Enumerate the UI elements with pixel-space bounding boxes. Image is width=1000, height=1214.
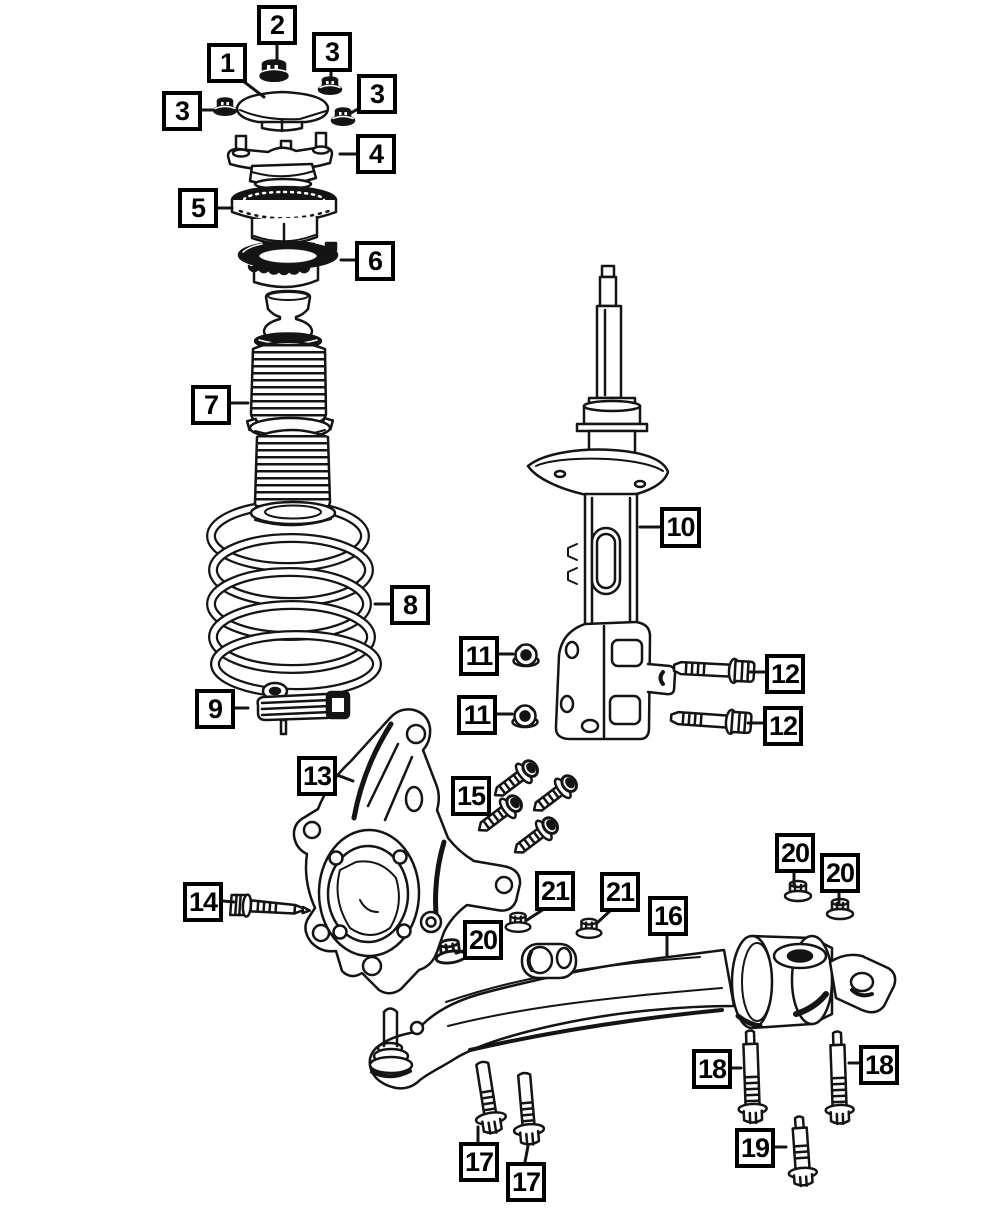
nut-3-left — [212, 97, 238, 116]
strut-illustration — [526, 264, 677, 741]
callout-11b: 11 — [457, 695, 497, 735]
callout-6: 6 — [355, 241, 395, 281]
callout-12a: 12 — [765, 654, 805, 694]
leader-lines — [198, 41, 861, 1164]
spring-isolator-illustration — [256, 681, 351, 736]
nut-11-lower — [511, 704, 539, 729]
callout-18a: 18 — [692, 1049, 732, 1089]
nut-21-a — [504, 911, 532, 933]
callout-21a: 21 — [535, 871, 575, 911]
spring-seat-illustration — [237, 240, 339, 289]
bolt-17-b — [507, 1070, 547, 1148]
callout-17a: 17 — [459, 1142, 499, 1182]
bolt-17-a — [465, 1058, 510, 1137]
callout-3c: 3 — [162, 91, 202, 131]
callout-20a: 20 — [775, 833, 815, 873]
callout-9: 9 — [195, 689, 235, 729]
dust-boot-illustration — [245, 289, 337, 527]
callout-21b: 21 — [600, 872, 640, 912]
callout-20c: 20 — [463, 920, 503, 960]
rod-nut-illustration — [259, 59, 289, 83]
callout-12b: 12 — [763, 706, 803, 746]
callout-4: 4 — [356, 134, 396, 174]
callout-10: 10 — [660, 507, 701, 548]
callout-19: 19 — [735, 1128, 775, 1168]
callout-16: 16 — [648, 896, 688, 936]
coil-spring-illustration — [206, 500, 382, 698]
bolt-12-upper — [672, 654, 756, 686]
callout-5: 5 — [178, 188, 218, 228]
nut-20-a — [783, 879, 813, 903]
bolt-15-d — [506, 810, 564, 863]
bolt-19 — [783, 1114, 819, 1189]
control-arm-illustration — [368, 934, 897, 1090]
bolt-12-lower — [669, 704, 754, 737]
callout-2: 2 — [257, 5, 297, 45]
callout-14: 14 — [183, 882, 223, 922]
cap-illustration — [235, 90, 330, 133]
callout-17b: 17 — [506, 1162, 546, 1202]
nut-11-upper — [512, 643, 540, 668]
callout-8: 8 — [390, 585, 430, 625]
bolt-15-b — [525, 768, 583, 821]
strut-mount-illustration — [226, 131, 334, 191]
nut-3-right — [330, 107, 356, 126]
callout-15: 15 — [451, 776, 491, 816]
callout-1: 1 — [207, 43, 247, 83]
bolt-18-a — [734, 1028, 769, 1125]
bolt-14 — [228, 893, 311, 918]
callout-3a: 3 — [312, 32, 352, 72]
callout-18b: 18 — [859, 1045, 899, 1085]
callout-20b: 20 — [820, 853, 860, 893]
callout-11a: 11 — [459, 636, 499, 676]
callout-7: 7 — [191, 385, 231, 425]
callout-13: 13 — [297, 756, 337, 796]
bearing-illustration — [230, 185, 338, 246]
bolt-18-b — [821, 1029, 856, 1126]
callout-3b: 3 — [357, 74, 397, 114]
